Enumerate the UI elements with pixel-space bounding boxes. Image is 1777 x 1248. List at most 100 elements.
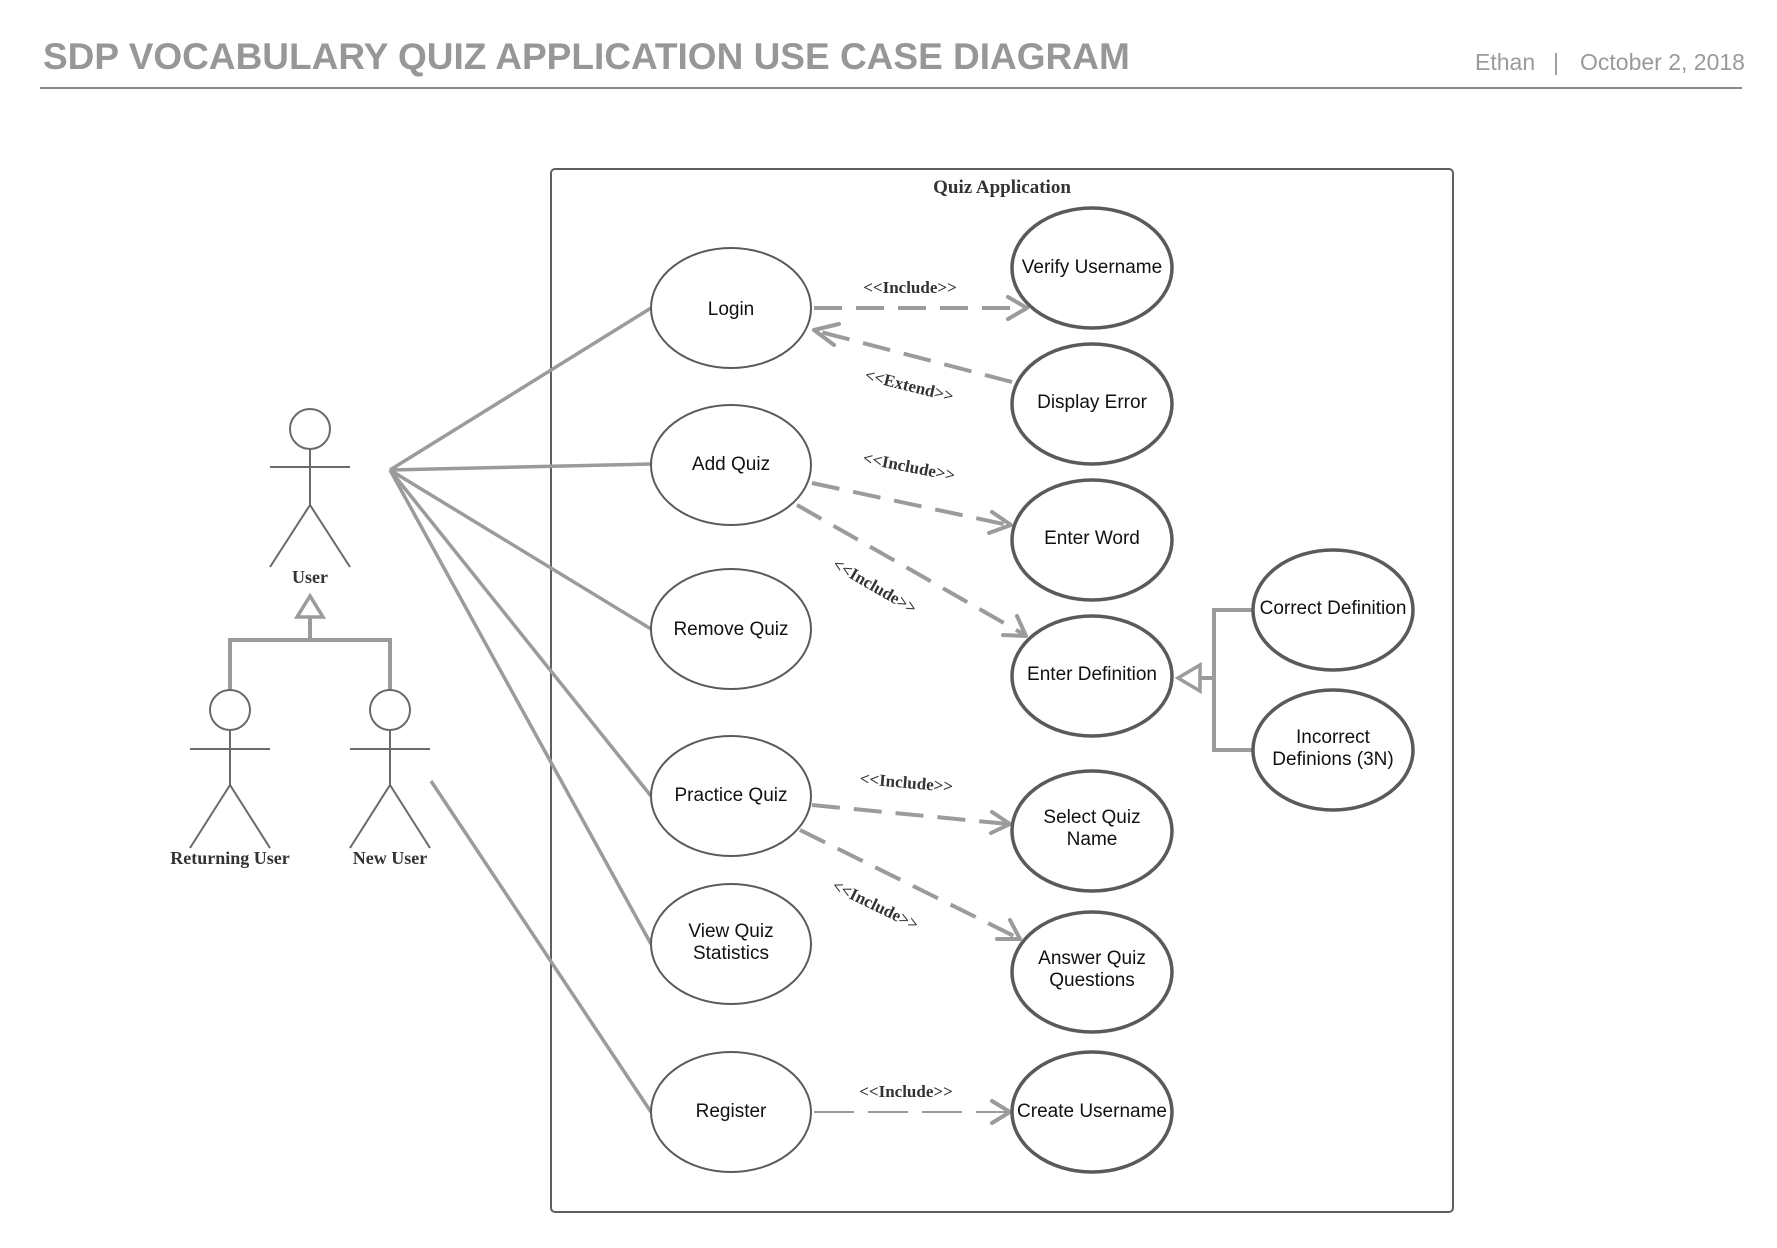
arrowhead-icon bbox=[990, 1099, 1012, 1125]
dependency-add-quiz-definition[interactable] bbox=[796, 503, 1028, 638]
author-name: Ethan bbox=[1475, 49, 1535, 75]
actor-new-user[interactable]: New User bbox=[349, 689, 431, 868]
stereotype-label: <<Include>> bbox=[863, 278, 957, 297]
dependency-add-quiz-word[interactable] bbox=[811, 481, 1013, 535]
stereotype-label: <<Include>> bbox=[829, 876, 921, 934]
use-case-incorrect-definitions[interactable]: Incorrect Definions (3N) bbox=[1251, 688, 1415, 812]
stereotype-label: <<Include>> bbox=[829, 555, 920, 618]
actor-label: Returning User bbox=[170, 848, 290, 868]
dashed-line bbox=[796, 503, 1026, 637]
use-case-ellipse bbox=[1010, 206, 1174, 330]
arrowhead-icon bbox=[1006, 295, 1029, 321]
use-case-label: Practice Quiz bbox=[675, 785, 788, 806]
use-case-label: Enter Definition bbox=[1027, 664, 1157, 685]
use-case-label-line-2: Questions bbox=[1049, 970, 1135, 991]
dependency-practice-answer[interactable] bbox=[799, 828, 1022, 941]
use-case-label-line-1: Incorrect bbox=[1296, 727, 1371, 748]
actor-head bbox=[209, 689, 251, 731]
dependency-login-verify[interactable] bbox=[814, 295, 1029, 321]
generalization-branch bbox=[228, 638, 392, 690]
association-user-view-statistics[interactable] bbox=[388, 469, 653, 945]
use-case-ellipse bbox=[650, 568, 812, 690]
use-case-ellipse bbox=[650, 1051, 812, 1173]
actor-label: User bbox=[292, 567, 328, 587]
association-user-remove-quiz[interactable] bbox=[389, 468, 652, 631]
stereotype-label: <<Extend>> bbox=[863, 365, 956, 405]
use-case-label-line-2: Definions (3N) bbox=[1272, 749, 1393, 770]
arrowhead-icon bbox=[987, 510, 1013, 535]
dashed-line bbox=[811, 803, 1009, 826]
use-case-add-quiz[interactable]: Add Quiz bbox=[650, 404, 812, 526]
header-separator: | bbox=[1553, 49, 1559, 75]
system-boundary[interactable] bbox=[550, 168, 1454, 1213]
dependency-practice-select[interactable] bbox=[811, 803, 1012, 835]
use-case-enter-word[interactable]: Enter Word bbox=[1010, 478, 1174, 602]
association-user-add-quiz[interactable] bbox=[389, 462, 652, 472]
use-case-ellipse bbox=[650, 247, 812, 369]
actor-user[interactable]: User bbox=[269, 408, 351, 587]
use-case-login[interactable]: Login bbox=[650, 247, 812, 369]
actor-right-leg bbox=[309, 504, 351, 568]
use-case-practice-quiz[interactable]: Practice Quiz bbox=[650, 735, 812, 857]
stereotype-label: <<Include>> bbox=[859, 769, 954, 796]
actor-left-leg bbox=[189, 784, 231, 849]
use-case-label-line-1: Answer Quiz bbox=[1038, 948, 1146, 969]
use-case-view-quiz-statistics[interactable]: View Quiz Statistics bbox=[650, 883, 812, 1005]
association-user-login[interactable] bbox=[389, 306, 652, 472]
dependency-register-create[interactable] bbox=[814, 1099, 1012, 1125]
actor-head bbox=[369, 689, 411, 731]
use-case-answer-quiz-questions[interactable]: Answer Quiz Questions bbox=[1010, 910, 1174, 1034]
system-title: Quiz Application bbox=[933, 177, 1071, 198]
use-case-label: Create Username bbox=[1017, 1101, 1167, 1122]
use-case-select-quiz-name[interactable]: Select Quiz Name bbox=[1010, 769, 1174, 893]
arrowhead-icon bbox=[989, 810, 1012, 835]
use-case-label: Display Error bbox=[1037, 392, 1147, 413]
actor-returning-user[interactable]: Returning User bbox=[170, 689, 290, 868]
use-case-ellipse bbox=[650, 404, 812, 526]
generalization-triangle bbox=[293, 592, 327, 619]
definition-generalization[interactable] bbox=[1174, 608, 1255, 752]
actor-head bbox=[289, 408, 331, 450]
use-case-verify-username[interactable]: Verify Username bbox=[1010, 206, 1174, 330]
generalization-branch bbox=[1212, 608, 1255, 752]
diagram-date: October 2, 2018 bbox=[1580, 49, 1745, 75]
use-case-ellipse bbox=[1251, 688, 1415, 812]
use-case-ellipse bbox=[1010, 1050, 1174, 1174]
actor-label: New User bbox=[353, 848, 427, 868]
use-case-ellipse bbox=[1010, 910, 1174, 1034]
use-case-remove-quiz[interactable]: Remove Quiz bbox=[650, 568, 812, 690]
stereotype-label: <<Include>> bbox=[861, 448, 956, 485]
use-case-ellipse bbox=[1010, 769, 1174, 893]
use-case-label: Enter Word bbox=[1044, 528, 1140, 549]
actor-right-leg bbox=[389, 784, 431, 849]
use-case-display-error[interactable]: Display Error bbox=[1010, 342, 1174, 466]
use-case-label: Remove Quiz bbox=[673, 619, 788, 640]
use-case-ellipse bbox=[1010, 614, 1174, 738]
association-new-user-register[interactable] bbox=[429, 780, 653, 1113]
use-case-label: Verify Username bbox=[1022, 257, 1162, 278]
dashed-line bbox=[816, 329, 1013, 384]
use-case-ellipse bbox=[1251, 548, 1415, 672]
use-case-label-line-1: Select Quiz bbox=[1043, 807, 1140, 828]
use-case-label: Register bbox=[696, 1101, 767, 1122]
use-case-ellipse bbox=[1010, 342, 1174, 466]
actor-right-leg bbox=[229, 784, 271, 849]
generalization-triangle bbox=[1174, 661, 1202, 695]
use-case-create-username[interactable]: Create Username bbox=[1010, 1050, 1174, 1174]
use-case-correct-definition[interactable]: Correct Definition bbox=[1251, 548, 1415, 672]
association-user-practice-quiz[interactable] bbox=[388, 468, 653, 798]
actor-generalization[interactable] bbox=[228, 592, 392, 690]
use-case-register[interactable]: Register bbox=[650, 1051, 812, 1173]
use-case-ellipse bbox=[1010, 478, 1174, 602]
use-case-enter-definition[interactable]: Enter Definition bbox=[1010, 614, 1174, 738]
arrowhead-icon bbox=[812, 322, 841, 347]
use-case-ellipse bbox=[650, 735, 812, 857]
use-case-label: Login bbox=[708, 299, 755, 320]
use-case-label-line-2: Statistics bbox=[693, 943, 769, 964]
actor-left-leg bbox=[269, 504, 311, 568]
arrowhead-icon bbox=[995, 918, 1022, 941]
stereotype-label: <<Include>> bbox=[859, 1082, 953, 1101]
use-case-label-line-2: Name bbox=[1067, 829, 1118, 850]
page-title: SDP VOCABULARY QUIZ APPLICATION USE CASE… bbox=[43, 36, 1130, 77]
dependency-display-error-extend[interactable] bbox=[812, 322, 1013, 384]
